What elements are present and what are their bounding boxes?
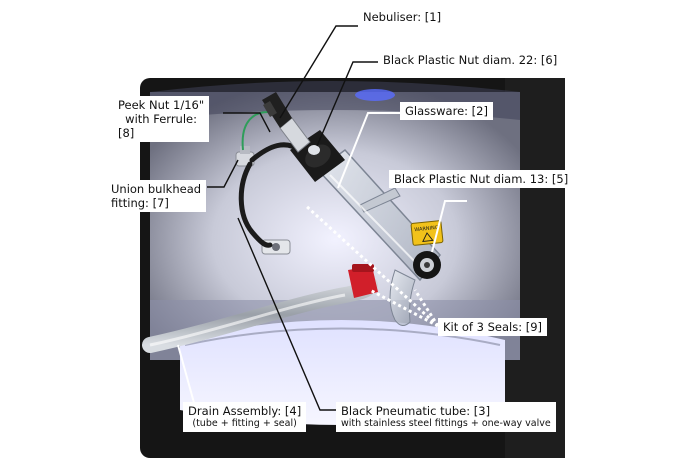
leader-union <box>207 159 239 188</box>
label-pneumatic-line2: with stainless steel fittings + one-way … <box>341 418 551 429</box>
green-gas-line <box>241 111 269 151</box>
label-peek-nut: Peek Nut 1/16" with Ferrule: [8] <box>113 96 210 142</box>
red-drain-fitting <box>348 264 378 298</box>
leader-nut-13 <box>431 200 467 253</box>
label-seals: Kit of 3 Seals: [9] <box>438 318 548 336</box>
leader-nut-22 <box>316 61 378 147</box>
leader-lines <box>207 25 378 411</box>
leader-pneumatic <box>237 217 336 411</box>
nebuliser <box>262 92 311 153</box>
label-pneumatic-tube: Black Pneumatic tube: [3] with stainless… <box>336 402 556 432</box>
leader-nebuliser <box>279 25 358 119</box>
label-drain-line1: Drain Assembly: [4] <box>188 404 302 418</box>
label-drain-line2: (tube + fitting + seal) <box>192 418 297 429</box>
label-union-bulkhead: Union bulkhead fitting: [7] <box>106 180 207 212</box>
leader-seal-c <box>369 288 439 328</box>
label-black-plastic-nut-22: Black Plastic Nut diam. 22: [6] <box>378 51 563 69</box>
label-drain-assembly: Drain Assembly: [4] (tube + fitting + se… <box>183 402 307 432</box>
warning-sticker-text: WARNING <box>414 225 439 234</box>
label-glassware: Glassware: [2] <box>400 102 493 120</box>
label-peek-nut-line1: Peek Nut 1/16" <box>118 98 205 112</box>
label-peek-nut-line3: [8] <box>118 126 135 140</box>
leader-glassware <box>337 112 400 189</box>
label-nebuliser: Nebuliser: [1] <box>358 8 447 26</box>
black-plastic-nut-13 <box>413 251 441 279</box>
leader-lines-white <box>177 112 467 411</box>
leader-peek-nut <box>223 112 271 133</box>
label-black-plastic-nut-13: Black Plastic Nut diam. 13: [5] <box>389 170 574 188</box>
label-union-line1: Union bulkhead <box>111 182 202 196</box>
label-union-line2: fitting: [7] <box>111 196 169 210</box>
label-peek-nut-line2: with Ferrule: <box>125 112 197 126</box>
label-pneumatic-line1: Black Pneumatic tube: [3] <box>341 404 491 418</box>
leader-seal-a <box>413 289 440 327</box>
